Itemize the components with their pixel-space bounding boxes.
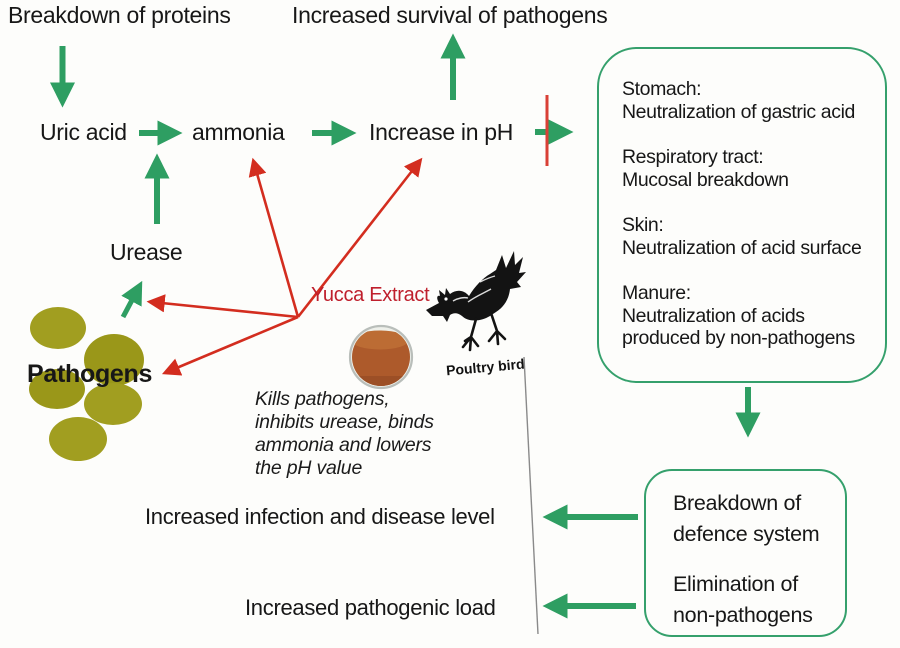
effects-site: Stomach: bbox=[622, 78, 702, 100]
effects-site: Skin: bbox=[622, 214, 664, 236]
red-arrow-to-ammonia bbox=[248, 157, 300, 318]
arrow-pathogens-to-urease bbox=[120, 280, 143, 319]
effects-group-skin: Skin: Neutralization of acid surface bbox=[622, 214, 881, 259]
effects-box: Stomach: Neutralization of gastric acid … bbox=[597, 47, 887, 383]
pathogen-cells bbox=[29, 307, 144, 461]
label-ammonia: ammonia bbox=[192, 119, 285, 145]
label-pathogens: Pathogens bbox=[27, 360, 153, 388]
effects-group-stomach: Stomach: Neutralization of gastric acid bbox=[622, 78, 881, 123]
effects-group-respiratory: Respiratory tract: Mucosal breakdown bbox=[622, 146, 881, 191]
effects-effect: Neutralization of acids produced by non-… bbox=[622, 304, 855, 350]
label-increase-in-ph: Increase in pH bbox=[369, 119, 514, 145]
poultry-bird-image bbox=[426, 251, 526, 352]
effects-site: Respiratory tract: bbox=[622, 146, 764, 168]
yucca-description: Kills pathogens, inhibits urease, binds … bbox=[255, 388, 434, 479]
label-increased-infection: Increased infection and disease level bbox=[145, 504, 495, 529]
outcome-box: Breakdown of defence system Elimination … bbox=[644, 469, 847, 637]
label-uric-acid: Uric acid bbox=[40, 119, 127, 145]
effects-effect: Neutralization of acid surface bbox=[622, 236, 862, 259]
label-urease: Urease bbox=[110, 239, 183, 265]
outcome-elimination: Elimination of non-pathogens bbox=[673, 572, 813, 627]
red-arrow-to-ph bbox=[296, 157, 423, 318]
label-increased-load: Increased pathogenic load bbox=[245, 595, 496, 620]
label-yucca-extract: Yucca Extract bbox=[311, 284, 430, 306]
effects-effect: Mucosal breakdown bbox=[622, 168, 789, 191]
red-arrow-to-pathogens bbox=[161, 315, 299, 376]
label-breakdown-of-proteins: Breakdown of proteins bbox=[8, 2, 231, 28]
effects-site: Manure: bbox=[622, 282, 691, 304]
effects-effect: Neutralization of gastric acid bbox=[622, 100, 855, 123]
effects-group-manure: Manure: Neutralization of acids produced… bbox=[622, 282, 881, 350]
outcome-breakdown-defence: Breakdown of defence system bbox=[673, 491, 820, 546]
red-arrow-to-urease bbox=[146, 294, 299, 319]
divider-line bbox=[523, 356, 539, 635]
yucca-extract-cup-image bbox=[348, 324, 414, 390]
label-increased-survival: Increased survival of pathogens bbox=[292, 2, 608, 28]
